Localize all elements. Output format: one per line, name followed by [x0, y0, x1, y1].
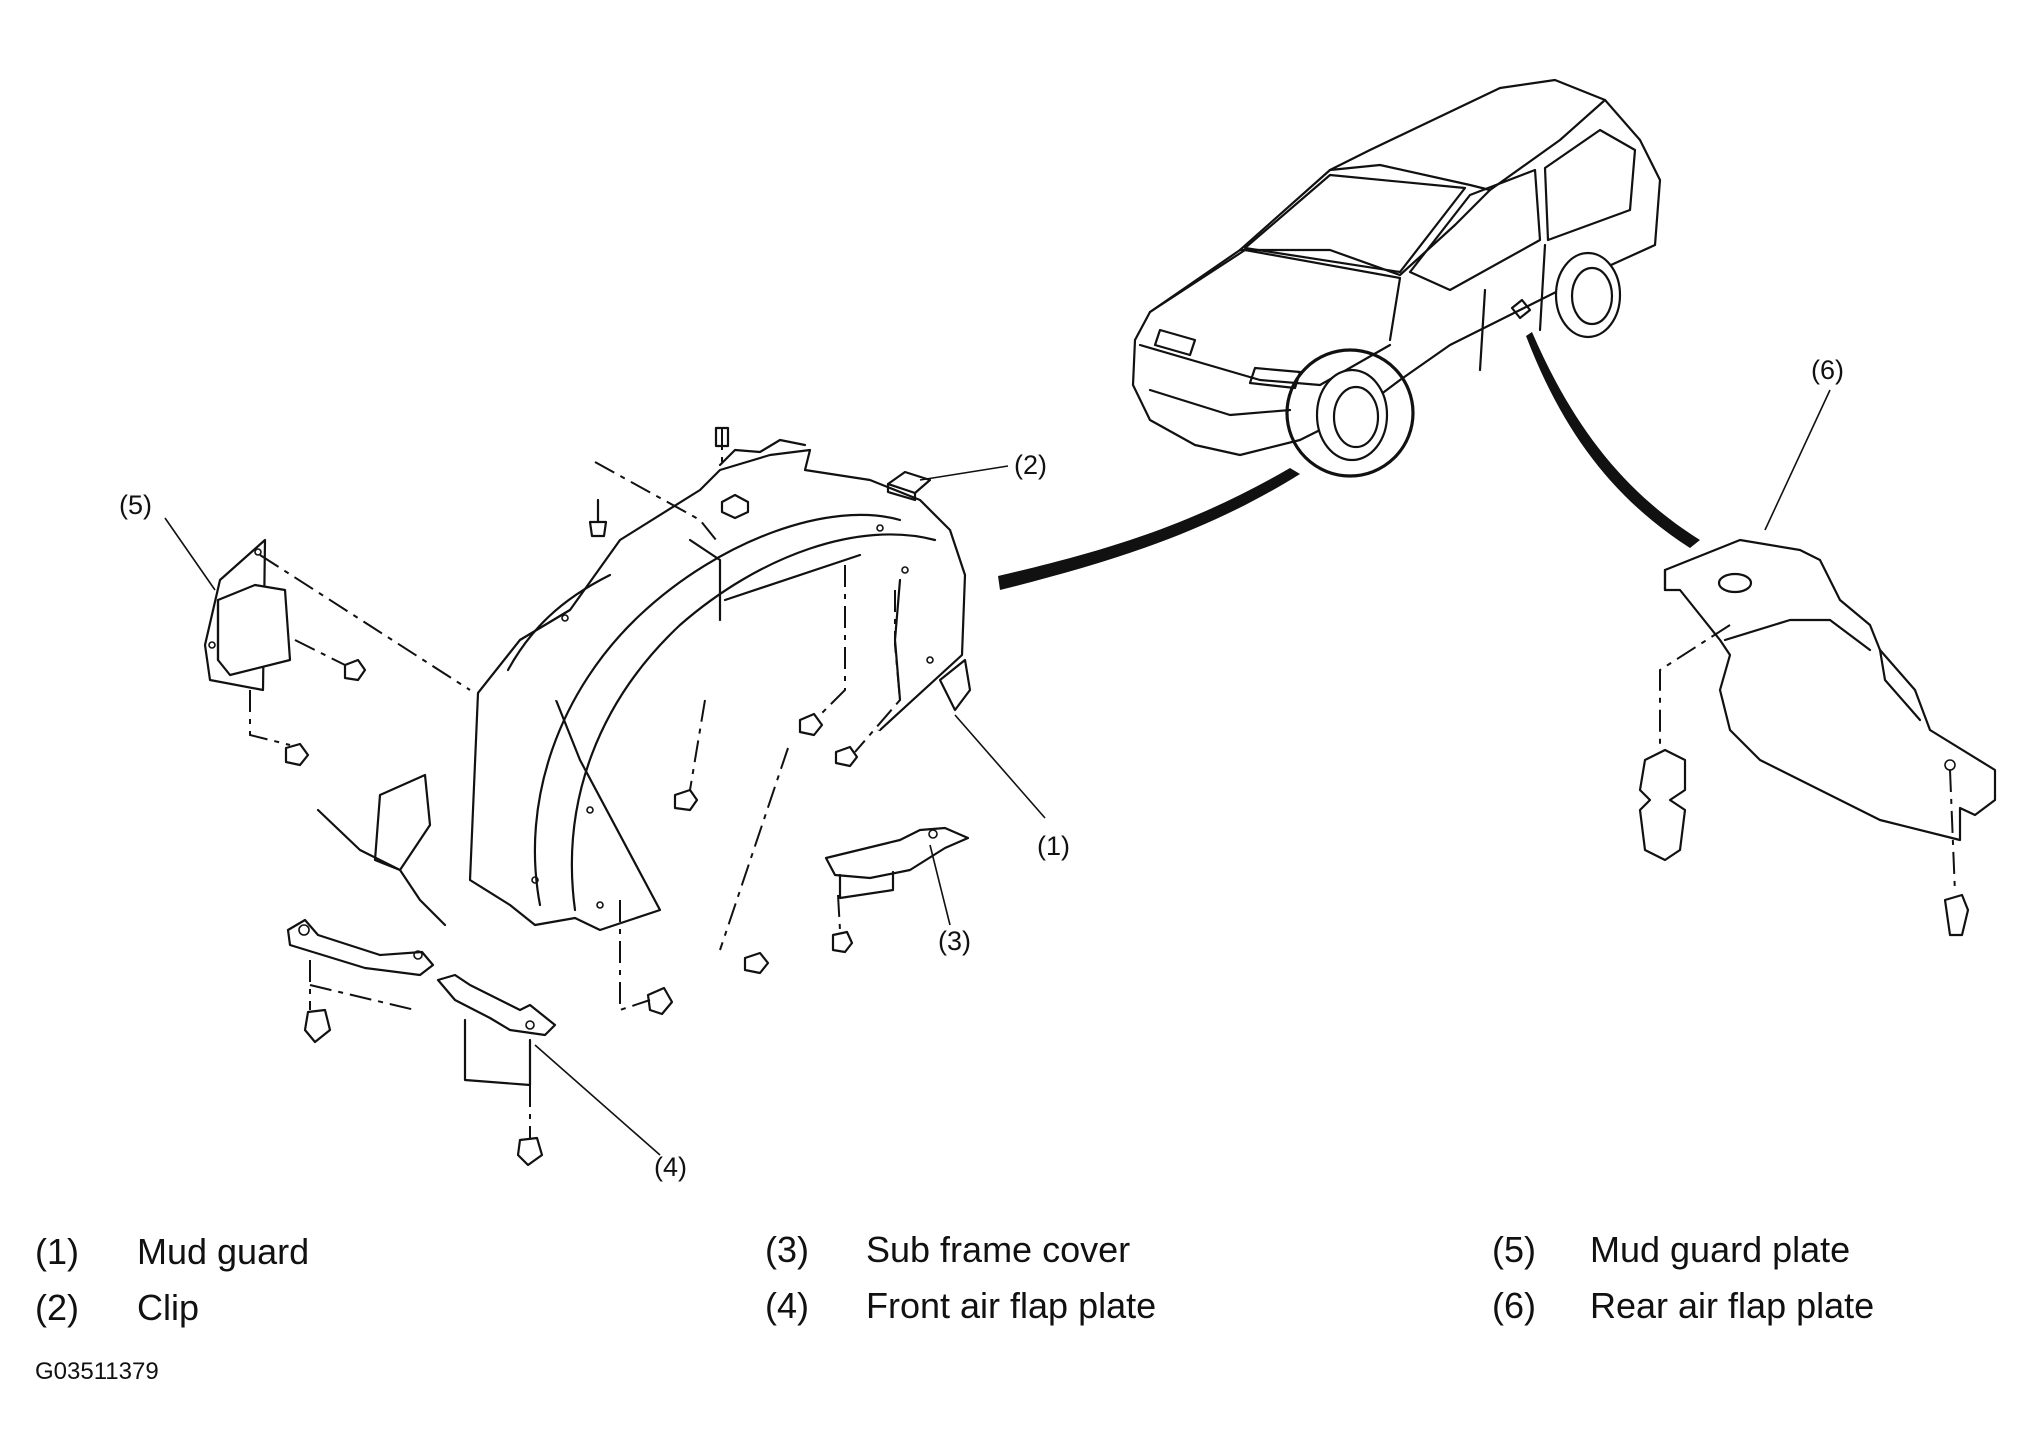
legend-num-6: (6) [1492, 1285, 1536, 1326]
fasteners [284, 426, 1970, 1167]
legend-num-2: (2) [35, 1287, 79, 1328]
legend-num-4: (4) [765, 1285, 809, 1326]
front-detail-leader [998, 468, 1300, 590]
mud-guard-plate-part [203, 538, 292, 692]
legend-text-1: Mud guard [137, 1231, 310, 1272]
sub-frame-cover-part [824, 826, 970, 900]
clip-part [886, 470, 932, 495]
car-illustration [1131, 78, 1662, 478]
callout-3: (3) [938, 926, 971, 956]
figure-code: G03511379 [35, 1358, 159, 1385]
legend-num-1: (1) [35, 1231, 79, 1272]
front-air-flap-plate-part [286, 773, 557, 1087]
callout-leaders [164, 389, 1831, 1156]
rear-air-flap-plate-part [1663, 538, 1997, 842]
legend-text-3: Sub frame cover [866, 1229, 1131, 1270]
legend-text-2: Clip [137, 1287, 200, 1328]
callout-6: (6) [1811, 355, 1844, 385]
callout-4: (4) [654, 1152, 687, 1182]
rear-detail-leader [1526, 332, 1700, 548]
mud-guard-part [468, 438, 972, 932]
legend-text-4: Front air flap plate [866, 1285, 1157, 1326]
callout-1: (1) [1037, 831, 1070, 861]
assembly-lines [249, 428, 1956, 1138]
callout-2: (2) [1014, 450, 1047, 480]
legend-num-5: (5) [1492, 1229, 1536, 1270]
legend-text-5: Mud guard plate [1590, 1229, 1851, 1270]
callout-5: (5) [119, 490, 152, 520]
legend-num-3: (3) [765, 1229, 809, 1270]
legend-text-6: Rear air flap plate [1590, 1285, 1875, 1326]
